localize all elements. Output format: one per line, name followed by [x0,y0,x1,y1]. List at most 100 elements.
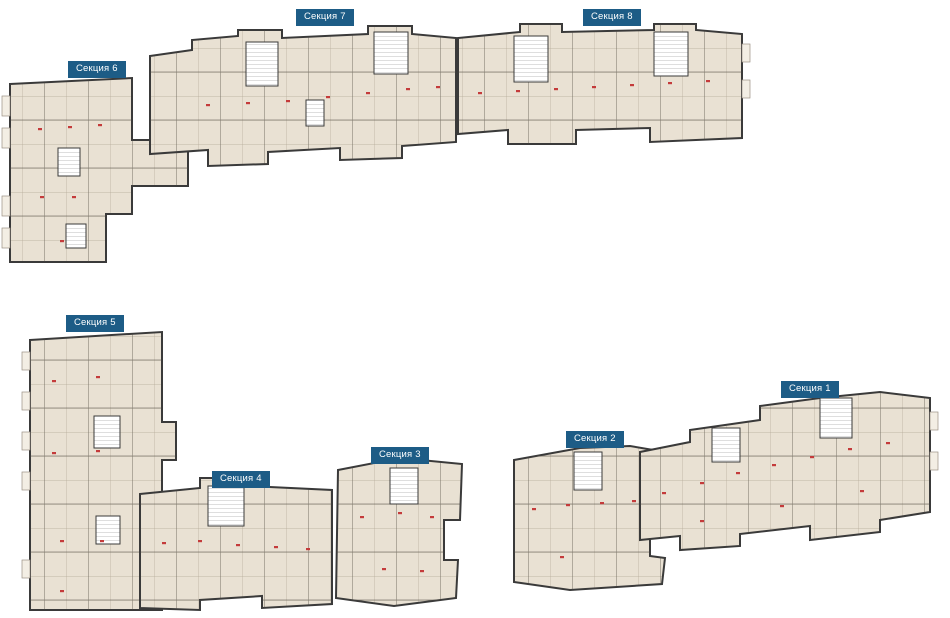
door-mark [96,450,100,452]
stair-core [513,35,549,83]
door-mark [198,540,202,542]
building-section-7[interactable] [149,25,457,168]
door-mark [306,548,310,550]
balcony [929,411,939,431]
section-label-6[interactable]: Секция 6 [68,61,126,78]
stair-core [57,147,81,177]
section-label-4[interactable]: Секция 4 [212,471,270,488]
building-outline [639,390,931,552]
door-mark [40,196,44,198]
section-label-5[interactable]: Секция 5 [66,315,124,332]
section-label-text: Секция 5 [74,317,116,328]
balcony [929,451,939,471]
door-mark [516,90,520,92]
door-mark [632,500,636,502]
building-section-4[interactable] [139,477,333,612]
door-mark [886,442,890,444]
door-mark [532,508,536,510]
door-mark [592,86,596,88]
balcony [21,391,31,411]
stair-core [245,41,279,87]
door-mark [68,126,72,128]
door-mark [700,520,704,522]
door-mark [560,556,564,558]
door-mark [478,92,482,94]
section-label-8[interactable]: Секция 8 [583,9,641,26]
balcony [1,227,11,249]
door-mark [72,196,76,198]
building-section-8[interactable] [457,23,751,145]
stair-core [373,31,409,75]
door-mark [52,380,56,382]
door-mark [780,505,784,507]
stair-core [819,397,853,439]
door-mark [430,516,434,518]
door-mark [420,570,424,572]
door-mark [236,544,240,546]
door-mark [398,512,402,514]
building-outline [149,25,457,168]
door-mark [38,128,42,130]
balcony [741,79,751,99]
stair-core [305,99,325,127]
door-mark [772,464,776,466]
building-section-3[interactable] [334,456,464,608]
door-mark [60,590,64,592]
building-outline [457,23,743,145]
balcony [21,471,31,491]
building-section-1[interactable] [639,390,939,552]
door-mark [668,82,672,84]
balcony [21,559,31,579]
section-label-text: Секция 2 [574,433,616,444]
door-mark [100,540,104,542]
door-mark [566,504,570,506]
door-mark [382,568,386,570]
door-mark [286,100,290,102]
door-mark [554,88,558,90]
section-label-text: Секция 6 [76,63,118,74]
door-mark [162,542,166,544]
door-mark [406,88,410,90]
door-mark [810,456,814,458]
door-mark [96,376,100,378]
door-mark [700,482,704,484]
door-mark [206,104,210,106]
stair-core [389,467,419,505]
section-label-2[interactable]: Секция 2 [566,431,624,448]
section-label-text: Секция 1 [789,383,831,394]
balcony [21,351,31,371]
section-label-text: Секция 8 [591,11,633,22]
balcony [1,127,11,149]
section-label-text: Секция 3 [379,449,421,460]
stair-core [93,415,121,449]
stair-core [207,485,245,527]
balcony [1,95,11,117]
stair-core [711,427,741,463]
door-mark [662,492,666,494]
door-mark [60,240,64,242]
section-label-3[interactable]: Секция 3 [371,447,429,464]
stair-core [653,31,689,77]
door-mark [52,452,56,454]
section-label-1[interactable]: Секция 1 [781,381,839,398]
door-mark [736,472,740,474]
balcony [21,431,31,451]
door-mark [326,96,330,98]
stair-core [95,515,121,545]
stair-core [65,223,87,249]
door-mark [848,448,852,450]
door-mark [360,516,364,518]
section-label-text: Секция 7 [304,11,346,22]
door-mark [246,102,250,104]
door-mark [366,92,370,94]
section-label-7[interactable]: Секция 7 [296,9,354,26]
door-mark [436,86,440,88]
door-mark [706,80,710,82]
door-mark [274,546,278,548]
section-label-text: Секция 4 [220,473,262,484]
door-mark [600,502,604,504]
door-mark [98,124,102,126]
door-mark [60,540,64,542]
